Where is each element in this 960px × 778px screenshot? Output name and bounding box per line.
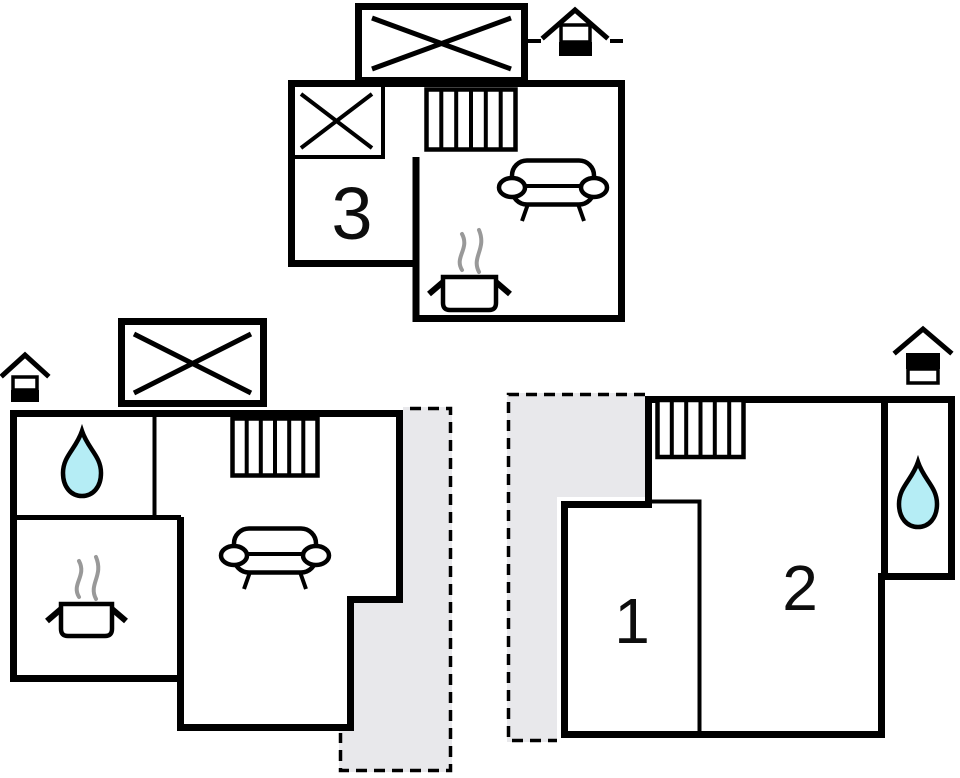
x-cross-icon: [132, 331, 253, 396]
water-drop-icon: [60, 423, 104, 499]
house-roof-icon: [540, 6, 610, 41]
radiator-icon: [655, 397, 746, 460]
sofa-icon: [496, 158, 610, 222]
closet-partition: [291, 83, 385, 159]
terrace-dashed-border: [338, 406, 453, 773]
water-drop-icon: [896, 454, 940, 530]
radiator-icon: [424, 87, 518, 152]
house-lower-half-filled: [559, 42, 592, 56]
room-2-label: 2: [782, 552, 818, 624]
sofa-icon: [218, 526, 332, 590]
x-cross-icon: [371, 15, 512, 72]
room-3-label: 3: [331, 172, 372, 255]
house-entrance-icon: [528, 6, 623, 56]
room-1-partition: [652, 499, 702, 732]
floor-plan-bottom-right: 1 2: [506, 325, 955, 743]
upper-floor-outline: [288, 80, 625, 322]
house-entrance-icon: [892, 325, 954, 385]
house-entrance-icon: [0, 351, 51, 402]
house-upper-half: [559, 23, 592, 44]
cooking-pot-steam-icon: [427, 228, 512, 313]
house-lower-half-filled: [11, 390, 39, 402]
terrace-area: [507, 393, 645, 742]
x-cross-icon: [299, 92, 374, 150]
house-roof-icon: [0, 351, 51, 379]
house-lower-half: [906, 367, 940, 385]
skylight-x-box-icon: [118, 318, 267, 407]
radiator-icon: [230, 416, 320, 478]
house-upper-half-filled: [906, 353, 940, 369]
floor-plan-upper: 3: [288, 3, 625, 322]
house-upper-half: [11, 375, 39, 392]
terrace-dashed-border: [506, 392, 645, 743]
skylight-x-box-icon: [355, 3, 528, 84]
terrace-area: [339, 407, 452, 772]
ground-floor-outline: [10, 410, 403, 731]
cooking-pot-steam-icon: [45, 555, 128, 639]
house-roof-icon: [892, 325, 954, 356]
floor-outline: [561, 396, 955, 738]
room-1-label: 1: [614, 585, 650, 657]
floor-plan-bottom-left: [0, 318, 453, 773]
